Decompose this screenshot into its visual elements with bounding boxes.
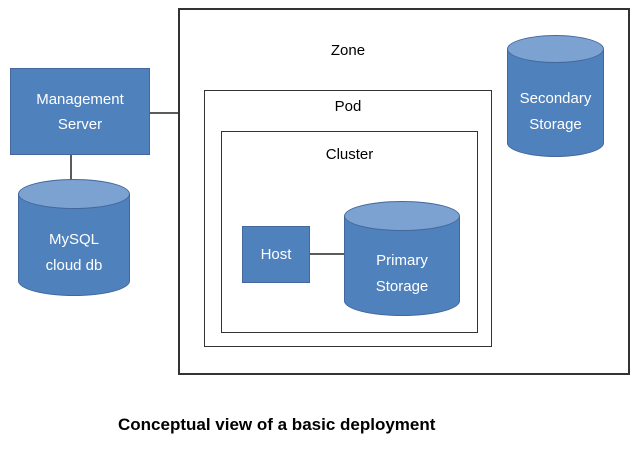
primary-storage-body: Primary Storage	[344, 216, 460, 316]
cylinder-top	[344, 201, 460, 231]
primary-storage-label-line1: Primary	[376, 251, 428, 269]
connector-host-to-primary-storage	[310, 253, 344, 255]
secondary-storage-label-line2: Storage	[529, 115, 582, 133]
secondary-storage-node: Secondary Storage	[507, 35, 604, 157]
cluster-label: Cluster	[325, 146, 374, 163]
cluster-box: Cluster Host Primary Storage	[221, 131, 478, 333]
mysql-db-label-line2: cloud db	[45, 256, 103, 274]
management-server-label-line1: Management	[36, 90, 124, 108]
connector-mgmt-to-zone	[150, 112, 178, 114]
host-node: Host	[242, 226, 310, 283]
cylinder-top	[507, 35, 604, 63]
zone-box: Zone Secondary Storage Pod Cluster Host	[178, 8, 630, 375]
management-server-node: Management Server	[10, 68, 150, 155]
mysql-db-label-line1: MySQL	[48, 230, 99, 248]
primary-storage-label-line2: Storage	[375, 277, 429, 295]
connector-mgmt-to-db	[70, 155, 72, 181]
secondary-storage-body: Secondary Storage	[507, 49, 604, 157]
cylinder-top	[18, 179, 130, 209]
zone-label: Zone	[330, 42, 366, 59]
secondary-storage-label-line1: Secondary	[519, 89, 592, 107]
host-label: Host	[260, 246, 292, 263]
mysql-db-node: MySQL cloud db	[18, 179, 130, 296]
management-server-label-line2: Server	[57, 115, 103, 133]
primary-storage-node: Primary Storage	[344, 201, 460, 316]
pod-box: Pod Cluster Host Primary Storage	[204, 90, 492, 347]
pod-label: Pod	[334, 98, 362, 115]
diagram-caption: Conceptual view of a basic deployment	[118, 415, 436, 434]
mysql-db-body: MySQL cloud db	[18, 194, 130, 296]
